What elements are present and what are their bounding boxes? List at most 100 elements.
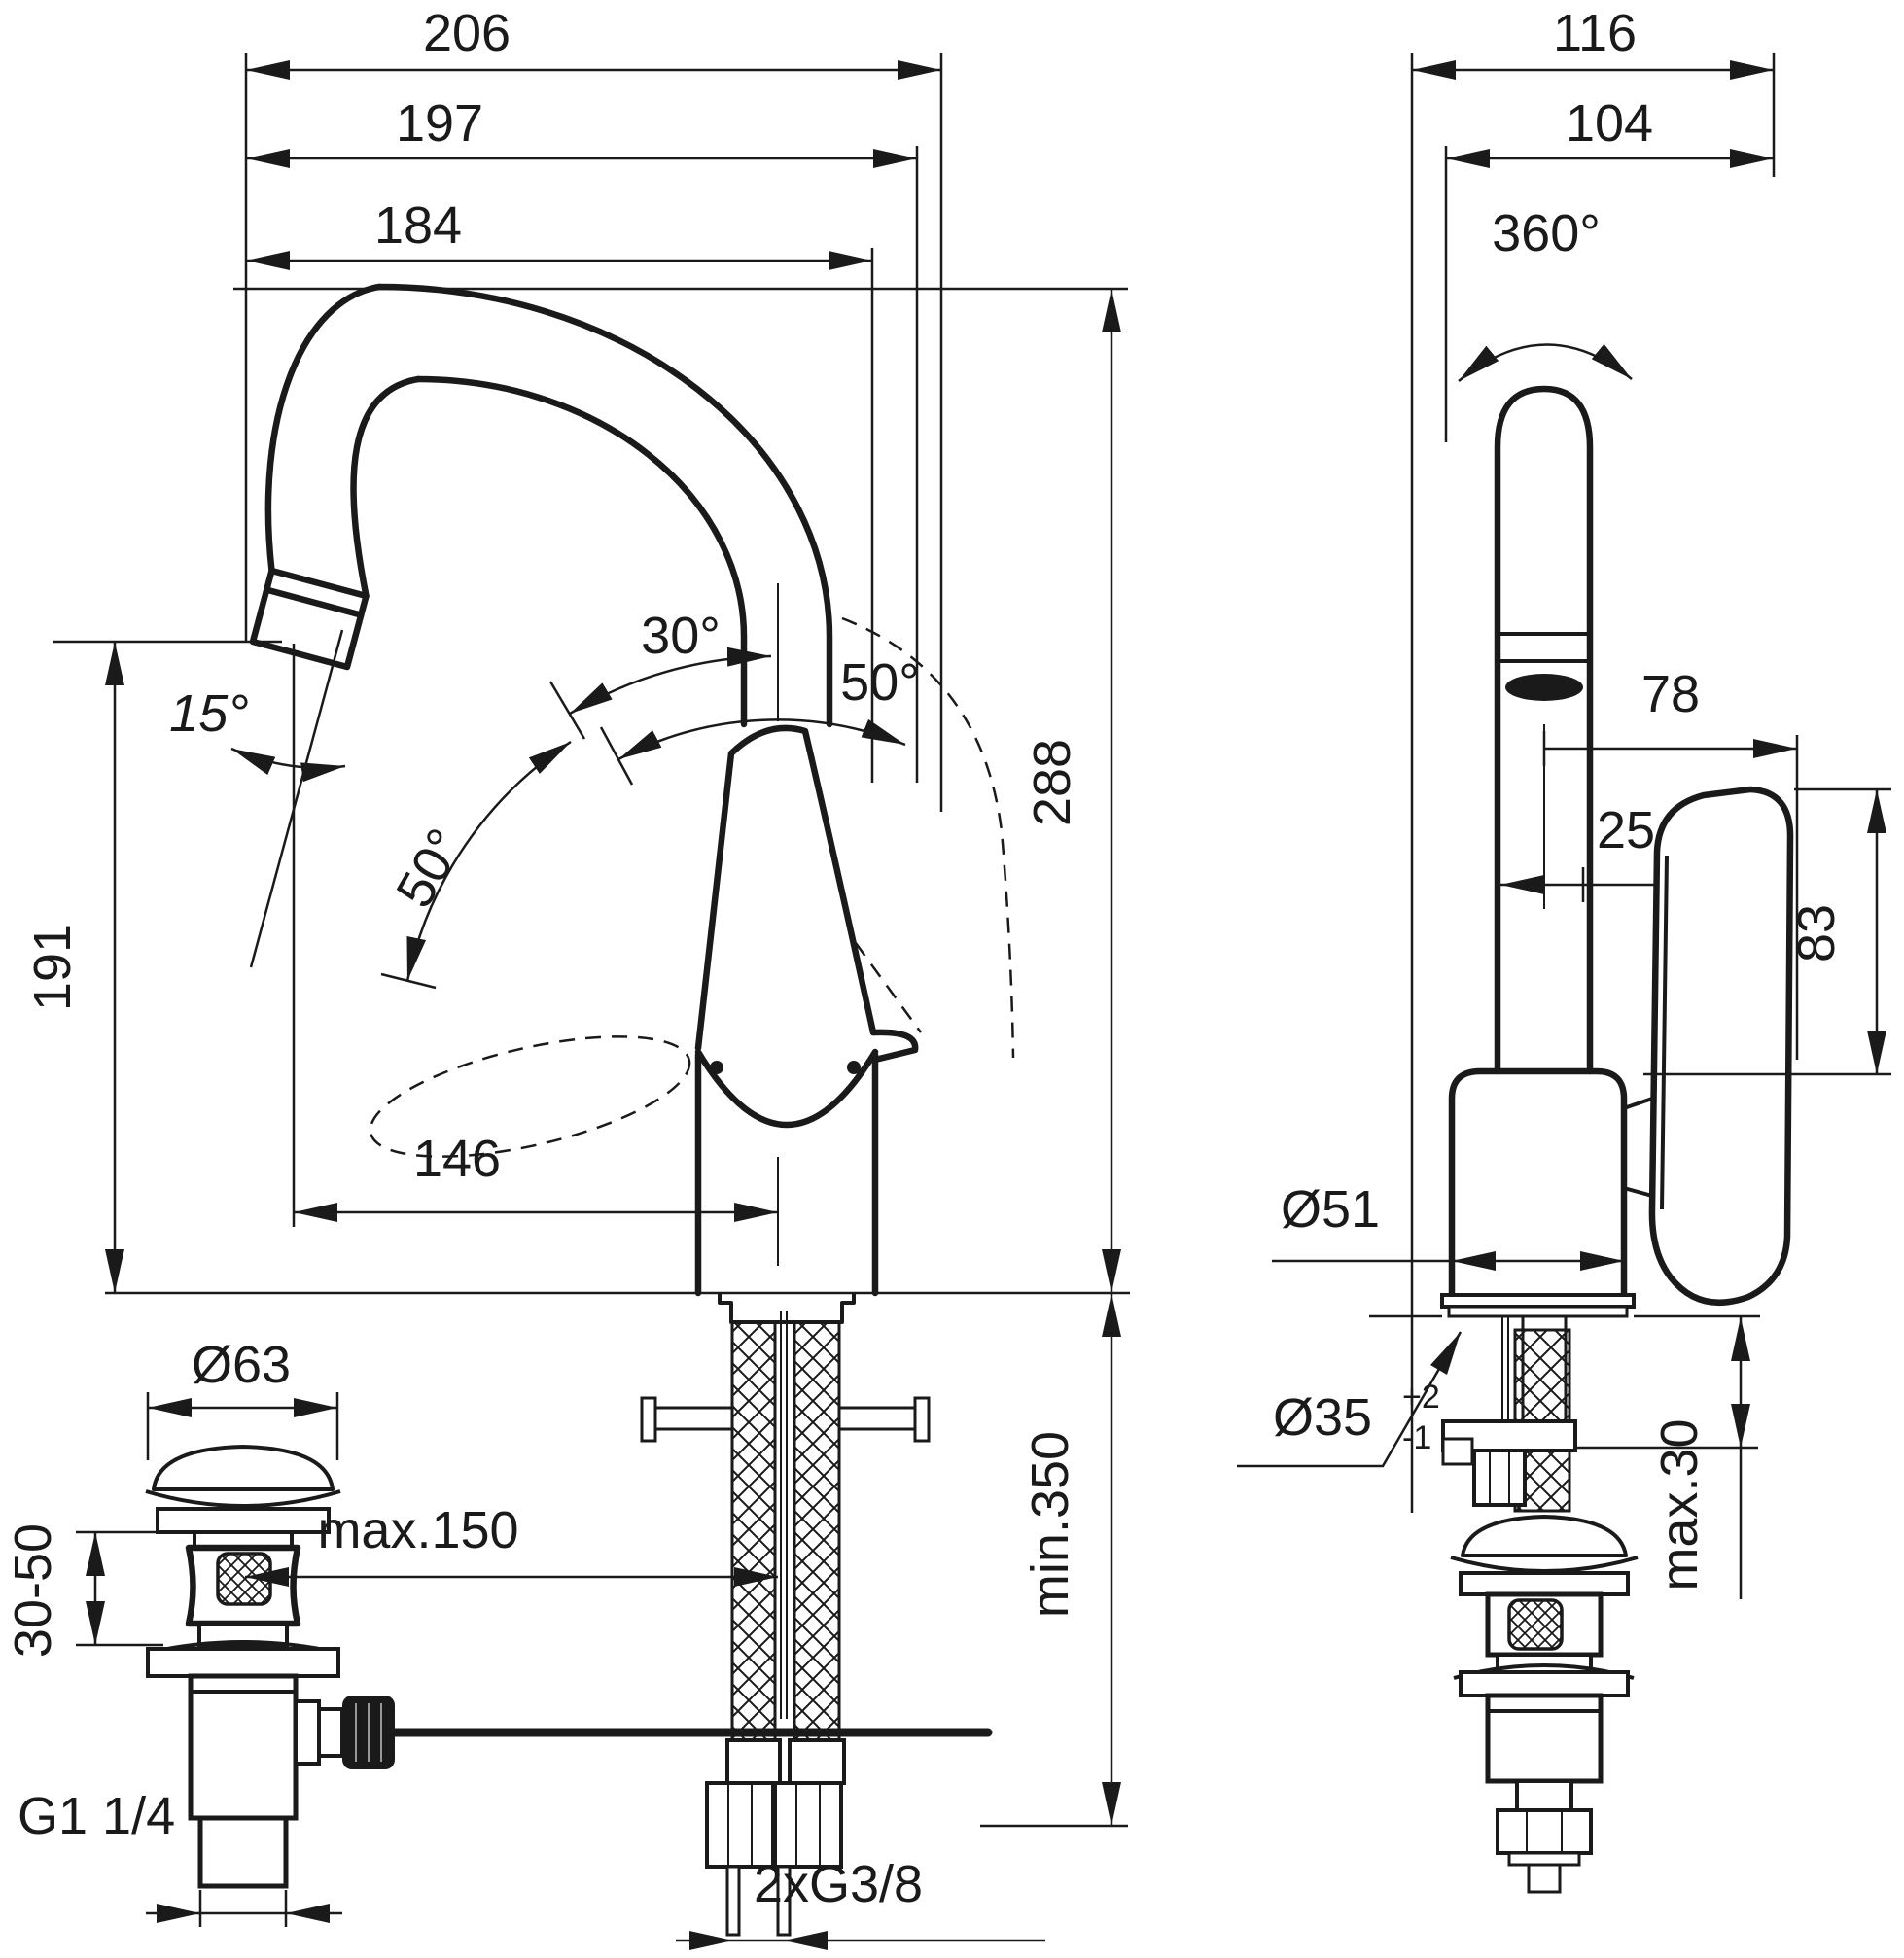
rod-outlet-step2 — [317, 1707, 344, 1758]
dim-label-hole-tol-plus: +2 — [1402, 1379, 1440, 1416]
spout-pipe-front — [1494, 385, 1594, 1075]
dim-label-pipe-offset: 25 — [1597, 801, 1655, 859]
hose-ferrule-right — [788, 1738, 846, 1785]
waste-lower-flange-front — [1459, 1670, 1630, 1697]
front-view: 116 104 360° 78 25 — [1237, 4, 1891, 1894]
mounting-plate-left — [640, 1396, 657, 1443]
rod-outlet-step1 — [294, 1699, 321, 1766]
hose-nut-right — [773, 1781, 843, 1869]
spout-aerator-seam — [264, 586, 365, 618]
dim-label-tip-angle: 15° — [169, 684, 249, 743]
handle-screw-left — [710, 1061, 723, 1074]
spout-aerator-tip — [249, 567, 370, 671]
spout-pipe-outline — [1494, 385, 1594, 1075]
mounting-nut — [1472, 1449, 1527, 1507]
dim-label-waste-cap-diameter: Ø63 — [192, 1336, 291, 1394]
side-view: 206 197 184 288 191 15° — [4, 4, 1130, 1950]
dim-label-front-inner-width: 104 — [1566, 94, 1653, 153]
arrow-2xg38-right — [784, 1931, 828, 1950]
waste-lower-flange — [146, 1647, 340, 1678]
spout-inner-left-curve — [350, 375, 422, 600]
dim-label-handle-height: 83 — [1787, 904, 1846, 962]
dim-label-hole-diameter: Ø35 — [1273, 1388, 1372, 1447]
waste-lower-body-front — [1485, 1693, 1604, 1784]
dim-label-handle-tilt: 30° — [641, 607, 721, 665]
dim-label-handle-front-swing: 50° — [840, 653, 920, 712]
handle-front-outline — [1648, 786, 1794, 1307]
waste-rod-slot — [216, 1552, 272, 1606]
dim-label-handle-reach: 78 — [1641, 665, 1700, 723]
supply-hoses — [640, 1311, 931, 1937]
waste-flange-lip-front — [1450, 1556, 1639, 1573]
arc-50deg-right — [617, 718, 906, 761]
dim-label-supply-thread: 2xG3/8 — [754, 1855, 923, 1913]
arrow-g114-right — [286, 1904, 330, 1923]
base-plate — [1440, 1293, 1636, 1309]
arrow-d35 — [1430, 1332, 1461, 1375]
tick-30deg — [548, 681, 586, 740]
side-handle-and-body — [694, 724, 919, 1324]
under-deck-front — [1441, 1314, 1639, 1894]
gooseneck-spout — [249, 283, 833, 728]
tip-axis-line — [249, 629, 344, 968]
waste-flange-lip — [145, 1489, 341, 1508]
waste-flange-plate-front — [1459, 1571, 1630, 1596]
body-diameter-dimension: Ø51 — [1272, 1180, 1624, 1271]
handle-swing-dashed-right — [841, 616, 1015, 1059]
waste-lower-body — [188, 1673, 299, 1821]
dim-label-body-diameter: Ø51 — [1281, 1180, 1380, 1239]
dim-label-popup-rod-length: max.150 — [317, 1501, 518, 1559]
handle-open-position-dashed — [369, 1035, 691, 1158]
mounting-washer-step — [1441, 1437, 1474, 1466]
arrow-25-left — [1500, 875, 1544, 894]
spout-inner-right-curve — [414, 375, 748, 728]
waste-cap-front — [1461, 1515, 1628, 1557]
waste-tail-step — [1515, 1779, 1573, 1812]
hose-ferrule-left — [725, 1738, 782, 1785]
handle-dashed-edge — [854, 942, 923, 1033]
handle-side-outline — [694, 724, 877, 1052]
handle-front-inner-line — [1660, 855, 1669, 1210]
dim-label-waste-thread: G1 1/4 — [18, 1787, 175, 1845]
dim-label-spout-height: 288 — [1023, 739, 1081, 826]
dim-label-handle-back-swing: 50° — [385, 820, 476, 918]
hole-diameter-dimension: Ø35 +2 -1 — [1237, 1331, 1463, 1468]
side-top-dimensions: 206 197 184 — [244, 4, 943, 812]
offset-dimensions: 78 25 — [1500, 665, 1799, 1060]
spout-outer-right-curve — [375, 283, 833, 728]
handle-connector-bottom — [1623, 1186, 1653, 1198]
tick-50deg-right — [599, 726, 634, 786]
body-front-outline — [1448, 1067, 1628, 1299]
tick-50deg-left — [380, 972, 437, 990]
handle-lever-tail — [869, 1029, 919, 1064]
handle-front — [1623, 786, 1794, 1307]
tip-angle-arc — [230, 747, 346, 783]
dim-label-overall-width: 206 — [423, 4, 511, 62]
leader-d35 — [1237, 1331, 1463, 1468]
handle-height-dimension: 83 — [1643, 787, 1891, 1076]
body-front — [1369, 1067, 1760, 1450]
waste-tailpipe — [197, 1815, 289, 1889]
popup-waste-side: Ø63 30-50 max.150 G1 — [4, 1336, 993, 1927]
body-dome-curve — [694, 1048, 879, 1129]
waste-cap-dome — [152, 1445, 335, 1491]
handle-angle-annotations: 30° 50° 50° — [380, 583, 920, 990]
arrow-g114-left — [157, 1904, 200, 1923]
swivel-annotation: 360° — [1458, 204, 1633, 382]
waste-rod-slot-front — [1507, 1598, 1564, 1651]
tip-angle-annotation: 15° — [169, 629, 346, 1227]
arc-360deg — [1458, 343, 1633, 382]
spout-outlet-opening — [1505, 674, 1583, 701]
waste-tail-end — [1527, 1863, 1562, 1894]
dim-label-spout-width-outer: 197 — [396, 94, 483, 153]
dim-label-front-overall-width: 116 — [1553, 4, 1637, 62]
front-top-dimensions: 116 104 — [1410, 4, 1776, 1513]
handle-connector-top — [1623, 1097, 1653, 1110]
mounting-plate-right — [913, 1396, 931, 1443]
arc-30deg — [569, 647, 772, 716]
dim-label-deck-clamp-range: 30-50 — [4, 1523, 62, 1658]
hose-tail-right — [776, 1865, 792, 1937]
dim-label-spout-reach: 146 — [413, 1130, 501, 1188]
